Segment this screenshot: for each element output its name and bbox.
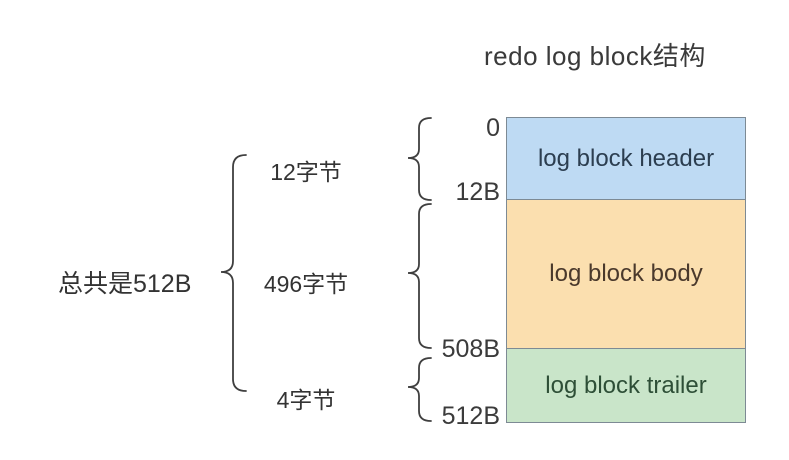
size-label-body: 496字节 bbox=[263, 271, 349, 297]
size-label-header: 12字节 bbox=[270, 159, 342, 185]
segment-label: log block body bbox=[549, 260, 703, 287]
total-size-label: 总共是512B bbox=[58, 270, 192, 298]
total-brace bbox=[220, 154, 247, 392]
segment-log-block-trailer: log block trailer bbox=[506, 348, 746, 423]
diagram-title: redo log block结构 bbox=[484, 41, 706, 71]
offset-label-508b: 508B bbox=[441, 335, 500, 363]
offset-label-12b: 12B bbox=[455, 178, 500, 206]
offset-label-512b: 512B bbox=[441, 402, 500, 430]
header-brace bbox=[407, 117, 432, 201]
segment-label: log block trailer bbox=[545, 371, 707, 399]
offset-label-0: 0 bbox=[486, 114, 500, 142]
size-label-trailer: 4字节 bbox=[276, 387, 336, 413]
segment-label: log block header bbox=[537, 144, 715, 172]
segment-log-block-body: log block body bbox=[506, 199, 746, 349]
segment-log-block-header: log block header bbox=[506, 117, 746, 200]
body-brace bbox=[407, 203, 432, 349]
trailer-brace bbox=[407, 357, 432, 422]
